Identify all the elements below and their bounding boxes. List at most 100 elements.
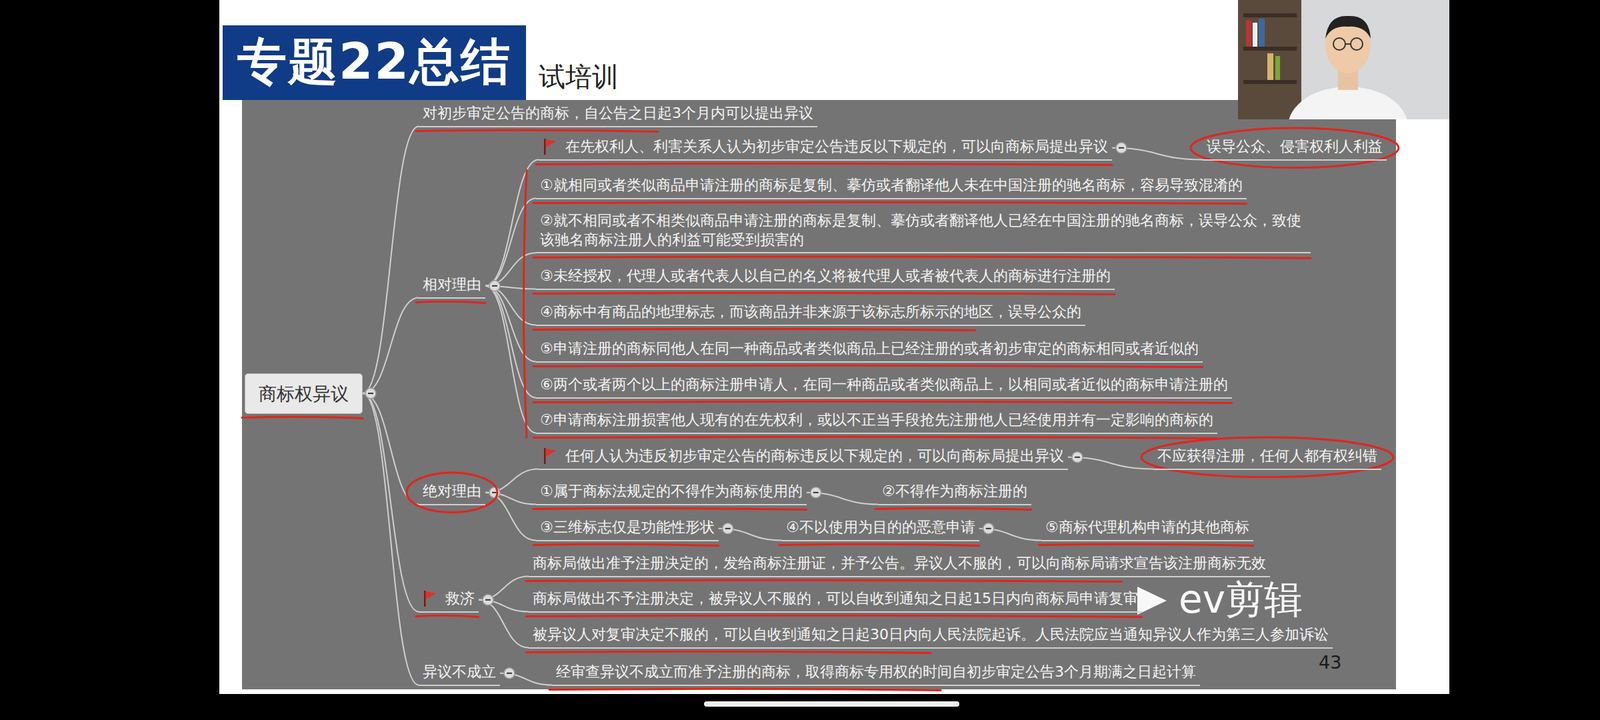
- topic-text: ⑤商标代理机构申请的其他商标: [1045, 518, 1250, 538]
- collapse-minus: [1074, 456, 1080, 458]
- topic-text: ①就相同或者类似商品申请注册的商标是复制、摹仿或者翻译他人未在中国注册的驰名商标…: [540, 176, 1243, 196]
- branch-line: [362, 393, 419, 505]
- flag-icon: [542, 447, 558, 465]
- watermark-text: ev剪辑: [1178, 580, 1303, 619]
- topic-text: 被异议人对复审决定不服的，可以自收到通知之日起30日内向人民法院起诉。人民法院应…: [532, 625, 1329, 645]
- flag-cloth: [426, 591, 437, 600]
- red-underline: [533, 328, 976, 330]
- topic-text: 商标权异议: [258, 382, 349, 406]
- topic-text: ④不以使用为目的的恶意申请: [786, 518, 976, 538]
- home-indicator: [704, 701, 960, 707]
- topic-text: 商标局做出不予注册决定，被异议人不服的，可以自收到通知之日起15日内向商标局申请…: [532, 589, 1138, 609]
- red-underline: [526, 651, 931, 653]
- topic-node: ⑤申请注册的商标同他人在同一种商品或者类似商品上已经注册的或者初步审定的商标相同…: [536, 337, 1203, 363]
- topic-text: 经审查异议不成立而准予注册的商标，取得商标专用权的时间自初步审定公告3个月期满之…: [556, 662, 1196, 682]
- branch-line: [478, 600, 529, 648]
- flag-pole: [424, 590, 426, 607]
- red-underline: [533, 436, 1218, 438]
- collapse-minus: [485, 599, 491, 601]
- collapse-button: [504, 668, 515, 679]
- topic-text: 绝对理由: [422, 482, 482, 502]
- topic-node: ②不得作为商标注册的: [878, 480, 1032, 506]
- book: [1252, 22, 1258, 47]
- topic-node: ③三维标志仅是功能性形状: [536, 516, 719, 542]
- red-underline: [533, 292, 1115, 294]
- topic-node: ⑦申请商标注册损害他人现有的在先权利，或以不正当手段抢先注册他人已经使用并有一定…: [536, 408, 1218, 434]
- person-hair: [1325, 16, 1371, 39]
- topic-node: 误导公众、侵害权利人利益: [1202, 135, 1387, 161]
- flag-cloth: [546, 139, 557, 148]
- topic-text: 对初步审定公告的商标，自公告之日起3个月内可以提出异议: [422, 104, 814, 124]
- topic-text: 在先权利人、利害关系人认为初步审定公告违反以下规定的，可以向商标局提出异议: [565, 137, 1108, 157]
- collapse-button: [489, 280, 500, 292]
- collapse-button: [489, 487, 500, 498]
- collapse-minus: [813, 492, 819, 494]
- topic-node: ④商标中有商品的地理标志，而该商品并非来源于该标志所标示的地区，误导公众的: [536, 300, 1086, 326]
- branch-line: [362, 126, 419, 394]
- topic-text: ②就不相同或者不相类似商品申请注册的商标是复制、摹仿或者翻译他人已经在中国注册的…: [540, 211, 1307, 250]
- collapse-minus: [1118, 147, 1124, 149]
- red-underline: [242, 416, 363, 418]
- collapse-button: [482, 594, 494, 606]
- topic-node: ⑤商标代理机构申请的其他商标: [1041, 516, 1254, 542]
- topic-node: 任何人认为违反初步审定公告的商标违反以下规定的，可以向商标局提出异议: [538, 444, 1068, 470]
- topic-node: ①属于商标法规定的不得作为商标使用的: [536, 480, 807, 506]
- topic-text: 异议不成立: [422, 662, 496, 682]
- topic-node: 在先权利人、利害关系人认为初步审定公告违反以下规定的，可以向商标局提出异议: [538, 135, 1112, 161]
- red-underline: [533, 202, 1247, 204]
- red-underline: [875, 508, 1032, 510]
- topic-text: ⑥两个或者两个以上的商标注册申请人，在同一种商品或者类似商品上，以相同或者近似的…: [540, 375, 1228, 395]
- branch-line: [485, 286, 536, 362]
- red-underline: [526, 580, 1122, 582]
- collapse-button: [1116, 142, 1127, 154]
- root-topic: 商标权异议: [244, 373, 363, 414]
- red-underline: [533, 508, 807, 510]
- red-underline: [779, 544, 980, 546]
- glasses: [1350, 38, 1363, 50]
- topic-node: ①就相同或者类似商品申请注册的商标是复制、摹仿或者翻译他人未在中国注册的驰名商标…: [536, 174, 1247, 200]
- collapse-minus: [492, 285, 498, 287]
- topic-node: 相对理由: [418, 273, 486, 299]
- shelf-board: [1243, 13, 1297, 18]
- topic-node: 异议不成立: [418, 660, 500, 686]
- topic-text: 任何人认为违反初步审定公告的商标违反以下规定的，可以向商标局提出异议: [565, 446, 1064, 466]
- collapse-button: [810, 487, 822, 498]
- red-bracket: [524, 170, 528, 438]
- topic-text: ①属于商标法规定的不得作为商标使用的: [540, 482, 803, 502]
- topic-node: 被异议人对复审决定不服的，可以自收到通知之日起30日内向人民法院起诉。人民法院应…: [528, 623, 1333, 649]
- branch-line: [362, 393, 419, 612]
- shelf-board: [1243, 80, 1297, 84]
- red-underline: [536, 163, 1112, 165]
- topic-node: 对初步审定公告的商标，自公告之日起3个月内可以提出异议: [418, 102, 818, 128]
- collapse-button: [365, 388, 376, 399]
- topic-node: ⑥两个或者两个以上的商标注册申请人，在同一种商品或者类似商品上，以相同或者近似的…: [536, 373, 1232, 399]
- red-underline: [533, 365, 1203, 367]
- slide-title: 专题22总结: [237, 29, 512, 96]
- topic-node: 救济: [418, 587, 479, 613]
- topic-node: ②就不相同或者不相类似商品申请注册的商标是复制、摹仿或者翻译他人已经在中国注册的…: [536, 209, 1311, 254]
- topic-text: ⑦申请商标注册损害他人现有的在先权利，或以不正当手段抢先注册他人已经使用并有一定…: [540, 410, 1214, 430]
- topic-text: ⑤申请注册的商标同他人在同一种商品或者类似商品上已经注册的或者初步审定的商标相同…: [540, 339, 1199, 359]
- red-circle: [1190, 128, 1399, 168]
- book: [1246, 20, 1252, 47]
- webcam-image: [1238, 0, 1450, 120]
- branch-line: [485, 286, 536, 398]
- collapse-minus: [725, 528, 731, 530]
- red-underline: [526, 615, 1142, 617]
- collapse-button: [1072, 452, 1083, 463]
- topic-text: 相对理由: [422, 275, 482, 295]
- flag-pole: [544, 138, 546, 155]
- flag-cloth: [546, 448, 557, 457]
- topic-node: 不应获得注册，任何人都有权纠错: [1153, 444, 1382, 470]
- book: [1275, 56, 1280, 80]
- book: [1267, 53, 1274, 80]
- topic-node: ④不以使用为目的的恶意申请: [782, 516, 980, 542]
- collapse-minus: [368, 392, 374, 394]
- topic-text: ④商标中有商品的地理标志，而该商品并非来源于该标志所标示的地区，误导公众的: [540, 302, 1082, 322]
- topic-text: 误导公众、侵害权利人利益: [1206, 137, 1383, 157]
- bookshelf: [1238, 0, 1302, 120]
- topic-node: ③未经授权，代理人或者代表人以自己的名义将被代理人或者被代表人的商标进行注册的: [536, 264, 1115, 290]
- red-underline: [549, 688, 941, 690]
- topic-text: 不应获得注册，任何人都有权纠错: [1157, 446, 1378, 466]
